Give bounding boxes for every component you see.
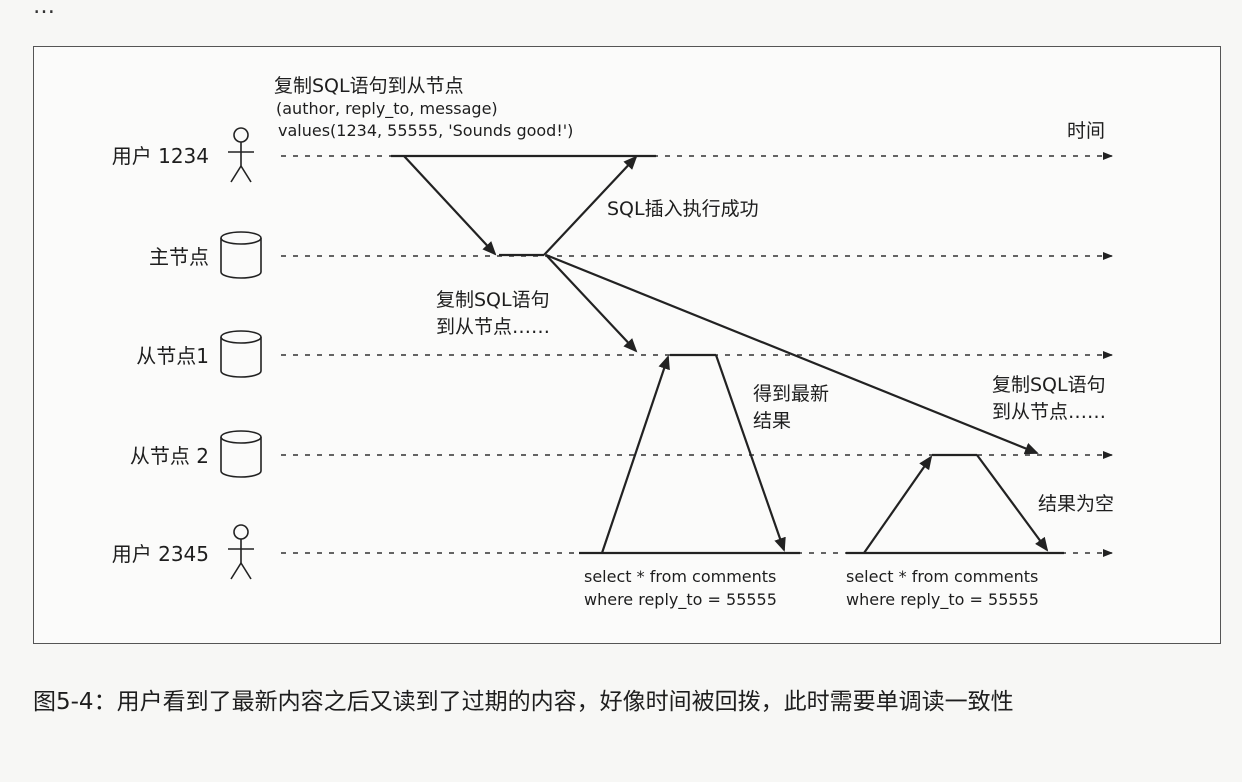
latest-result-line1: 得到最新 — [753, 383, 829, 405]
empty-result-label: 结果为空 — [1038, 493, 1114, 515]
insert-ok-label: SQL插入执行成功 — [607, 198, 759, 220]
insert-label-line2: (author, reply_to, message) — [276, 99, 498, 119]
database-icon — [220, 330, 262, 378]
query1-line1: select * from comments — [584, 567, 776, 586]
figure-caption: 图5-4：用户看到了最新内容之后又读到了过期的内容，好像时间被回拨，此时需要单调… — [33, 689, 1014, 715]
query2-line1: select * from comments — [846, 567, 1038, 586]
node-label-follower2: 从节点 2 — [130, 444, 209, 468]
replicate-f1-line1: 复制SQL语句 — [436, 289, 550, 311]
replicate-f2-line1: 复制SQL语句 — [992, 374, 1106, 396]
user-icon — [228, 127, 254, 183]
replicate-f1-line2: 到从节点…… — [436, 316, 550, 338]
node-label-user2: 用户 2345 — [112, 542, 209, 566]
database-icon — [220, 430, 262, 478]
replicate-f1-arrow — [545, 254, 638, 353]
node-label-user1: 用户 1234 — [112, 144, 209, 168]
figure-frame: 用户 1234 主节点 从节点1 从节点 2 用户 2345 — [33, 46, 1221, 644]
insert-ok-arrow — [543, 155, 638, 256]
insert-label-line1: 复制SQL语句到从节点 — [274, 75, 464, 97]
latest-result-line2: 结果 — [753, 410, 791, 432]
sequence-diagram: 用户 1234 主节点 从节点1 从节点 2 用户 2345 — [112, 75, 1114, 610]
query1-line2: where reply_to = 55555 — [584, 590, 777, 610]
node-label-follower1: 从节点1 — [136, 344, 209, 368]
insert-arrow — [403, 155, 497, 256]
top-text-fragment: … — [33, 0, 55, 19]
node-label-leader: 主节点 — [149, 245, 209, 269]
replicate-f2-line2: 到从节点…… — [992, 401, 1106, 423]
time-label: 时间 — [1067, 120, 1105, 142]
query2-result-arrow — [976, 454, 1049, 552]
insert-label-line3: values(1234, 55555, 'Sounds good!') — [278, 121, 573, 140]
query2-line2: where reply_to = 55555 — [846, 590, 1039, 610]
database-icon — [220, 231, 262, 279]
user-icon — [228, 524, 254, 580]
replicate-f2-arrow — [545, 253, 1039, 455]
query2-up-arrow — [863, 455, 933, 554]
query1-result-arrow — [714, 354, 786, 552]
query1-up-arrow — [600, 355, 670, 554]
